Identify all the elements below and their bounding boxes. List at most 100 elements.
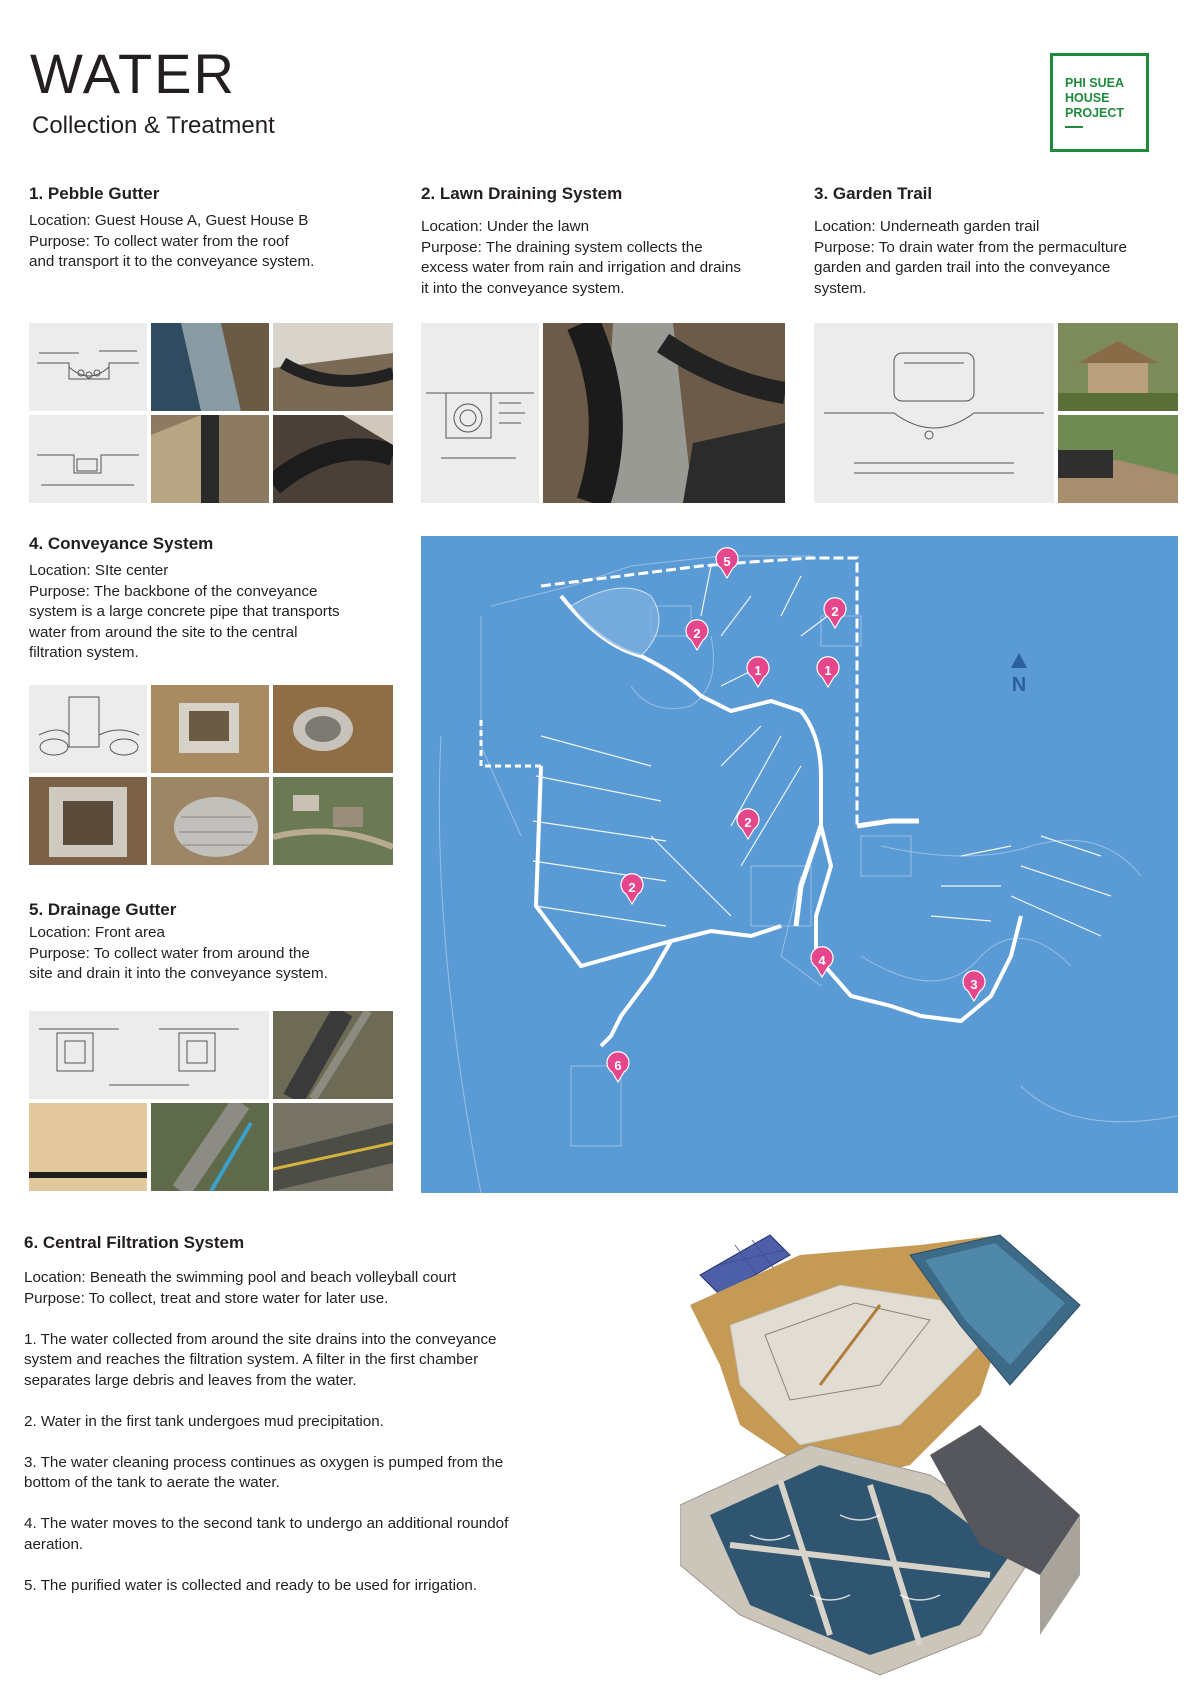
pebble-gutter-photo-2: [273, 323, 393, 411]
north-arrow: N: [1011, 653, 1027, 696]
volleyball-net: [818, 1304, 882, 1386]
section-heading: 2. Lawn Draining System: [421, 184, 623, 203]
map-pin-1: 1: [816, 656, 840, 689]
map-pin-marker: [715, 547, 739, 580]
map-pin-3: 3: [962, 970, 986, 1003]
conveyance-photo-3: [29, 777, 147, 865]
map-pin-5: 5: [715, 547, 739, 580]
map-pin-marker: [816, 656, 840, 689]
site-plan-drawing: 5 2 2 1 1 2 2 4 3 6 N: [438, 547, 1178, 1193]
garden-trail-photo-1: [1058, 323, 1178, 411]
east-branch-line: [856, 818, 919, 829]
pebble-gutter-photo-4: [273, 415, 393, 503]
north-arrow-icon: [1011, 653, 1027, 668]
map-pin-label: 2: [831, 604, 838, 619]
map-pin-label: 2: [744, 815, 751, 830]
tank-dividers: [729, 1479, 991, 1646]
lawn-draining-photo: [543, 323, 785, 503]
map-pin-label: 5: [723, 554, 730, 569]
map-pin-2: 2: [685, 619, 709, 652]
section-body: Location: Underneath garden trail Purpos…: [814, 218, 1127, 297]
covered-tank-roof: [930, 1425, 1080, 1575]
drainage-gutter-sketch: [29, 1011, 269, 1099]
court-lines: [764, 1302, 931, 1401]
filtration-system-illustration: [679, 1215, 1180, 1685]
section-body: Location: Guest House A, Guest House B P…: [29, 212, 315, 270]
conveyance-photo-4: [151, 777, 269, 865]
map-pin-4: 4: [810, 946, 834, 979]
conveyance-sketch: [29, 685, 147, 773]
garden-trail-sketch: [814, 323, 1054, 503]
map-pin-label: 1: [754, 663, 761, 678]
section-garden-trail: 3. Garden Trail Location: Underneath gar…: [814, 183, 1194, 299]
pool-water: [925, 1243, 1065, 1365]
section-body: Location: Beneath the swimming pool and …: [24, 1269, 509, 1594]
pebble-gutter-photo-3: [151, 415, 269, 503]
map-pin-label: 2: [693, 626, 700, 641]
map-pin-label: 4: [818, 953, 826, 968]
pebble-gutter-sketch: [29, 323, 147, 411]
map-pin-1: 1: [746, 656, 770, 689]
map-pin-marker: [620, 873, 644, 906]
pond-area: [570, 587, 660, 657]
site-map-pins: 5 2 2 1 1 2 2 4 3 6: [606, 547, 986, 1084]
garden-trail-photo-2: [1058, 415, 1178, 503]
north-perimeter-pipe: [540, 556, 859, 826]
section-drainage-gutter: 5. Drainage Gutter Location: Front area …: [29, 899, 399, 985]
map-pin-label: 1: [824, 663, 831, 678]
map-pin-marker: [962, 970, 986, 1003]
drainage-branches: [532, 565, 1112, 937]
drainage-gutter-photo-1: [273, 1011, 393, 1099]
drainage-gutter-photo-2: [29, 1103, 147, 1191]
section-body: Location: Front area Purpose: To collect…: [29, 924, 328, 982]
pebble-gutter-photo-1: [151, 323, 269, 411]
section-lawn-draining: 2. Lawn Draining System Location: Under …: [421, 183, 801, 299]
solar-panel-grid: [717, 1239, 786, 1278]
map-pin-2: 2: [620, 873, 644, 906]
conveyance-photo-1: [151, 685, 269, 773]
map-pin-label: 3: [970, 977, 977, 992]
logo-text: PHI SUEA HOUSE PROJECT: [1065, 76, 1125, 120]
logo-underline: [1065, 126, 1083, 128]
section-heading: 1. Pebble Gutter: [29, 184, 160, 203]
map-pin-marker: [685, 619, 709, 652]
flow-arrows: [749, 1514, 941, 1601]
conveyance-photo-2: [273, 685, 393, 773]
map-pin-2: 2: [823, 597, 847, 630]
section-central-filtration: 6. Central Filtration System Location: B…: [24, 1232, 614, 1596]
drainage-gutter-photo-3: [151, 1103, 269, 1191]
tank-wall: [1040, 1515, 1080, 1635]
page-subtitle: Collection & Treatment: [32, 112, 275, 139]
pebble-gutter-sketch-2: [29, 415, 147, 503]
map-pin-label: 2: [628, 880, 635, 895]
map-pin-marker: [746, 656, 770, 689]
southwest-conveyance-line: [599, 940, 673, 1048]
map-pin-marker: [606, 1051, 630, 1084]
section-heading: 4. Conveyance System: [29, 534, 214, 553]
section-body: Location: SIte center Purpose: The backb…: [29, 562, 340, 661]
west-spur-line: [479, 716, 541, 768]
map-pin-marker: [823, 597, 847, 630]
west-conveyance-line: [533, 765, 782, 969]
map-pin-2: 2: [736, 808, 760, 841]
map-pin-6: 6: [606, 1051, 630, 1084]
page-title: WATER: [30, 42, 236, 105]
conveyance-aerial-photo: [273, 777, 393, 865]
section-pebble-gutter: 1. Pebble Gutter Location: Guest House A…: [29, 183, 399, 273]
south-conveyance-line: [814, 825, 1023, 1024]
section-conveyance: 4. Conveyance System Location: SIte cent…: [29, 533, 399, 664]
drainage-gutter-photo-4: [273, 1103, 393, 1191]
north-label: N: [1012, 674, 1026, 696]
section-heading: 3. Garden Trail: [814, 184, 933, 203]
map-pin-marker: [810, 946, 834, 979]
section-heading: 6. Central Filtration System: [24, 1233, 245, 1252]
project-logo: PHI SUEA HOUSE PROJECT: [1050, 53, 1149, 152]
central-conveyance-line: [793, 825, 824, 927]
section-heading: 5. Drainage Gutter: [29, 900, 177, 919]
map-pin-label: 6: [614, 1058, 621, 1073]
lawn-draining-sketch: [421, 323, 539, 503]
section-body: Location: Under the lawn Purpose: The dr…: [421, 218, 741, 297]
map-pin-marker: [736, 808, 760, 841]
background-linework: [438, 555, 1178, 1193]
site-plan-map: 5 2 2 1 1 2 2 4 3 6 N: [421, 536, 1178, 1193]
